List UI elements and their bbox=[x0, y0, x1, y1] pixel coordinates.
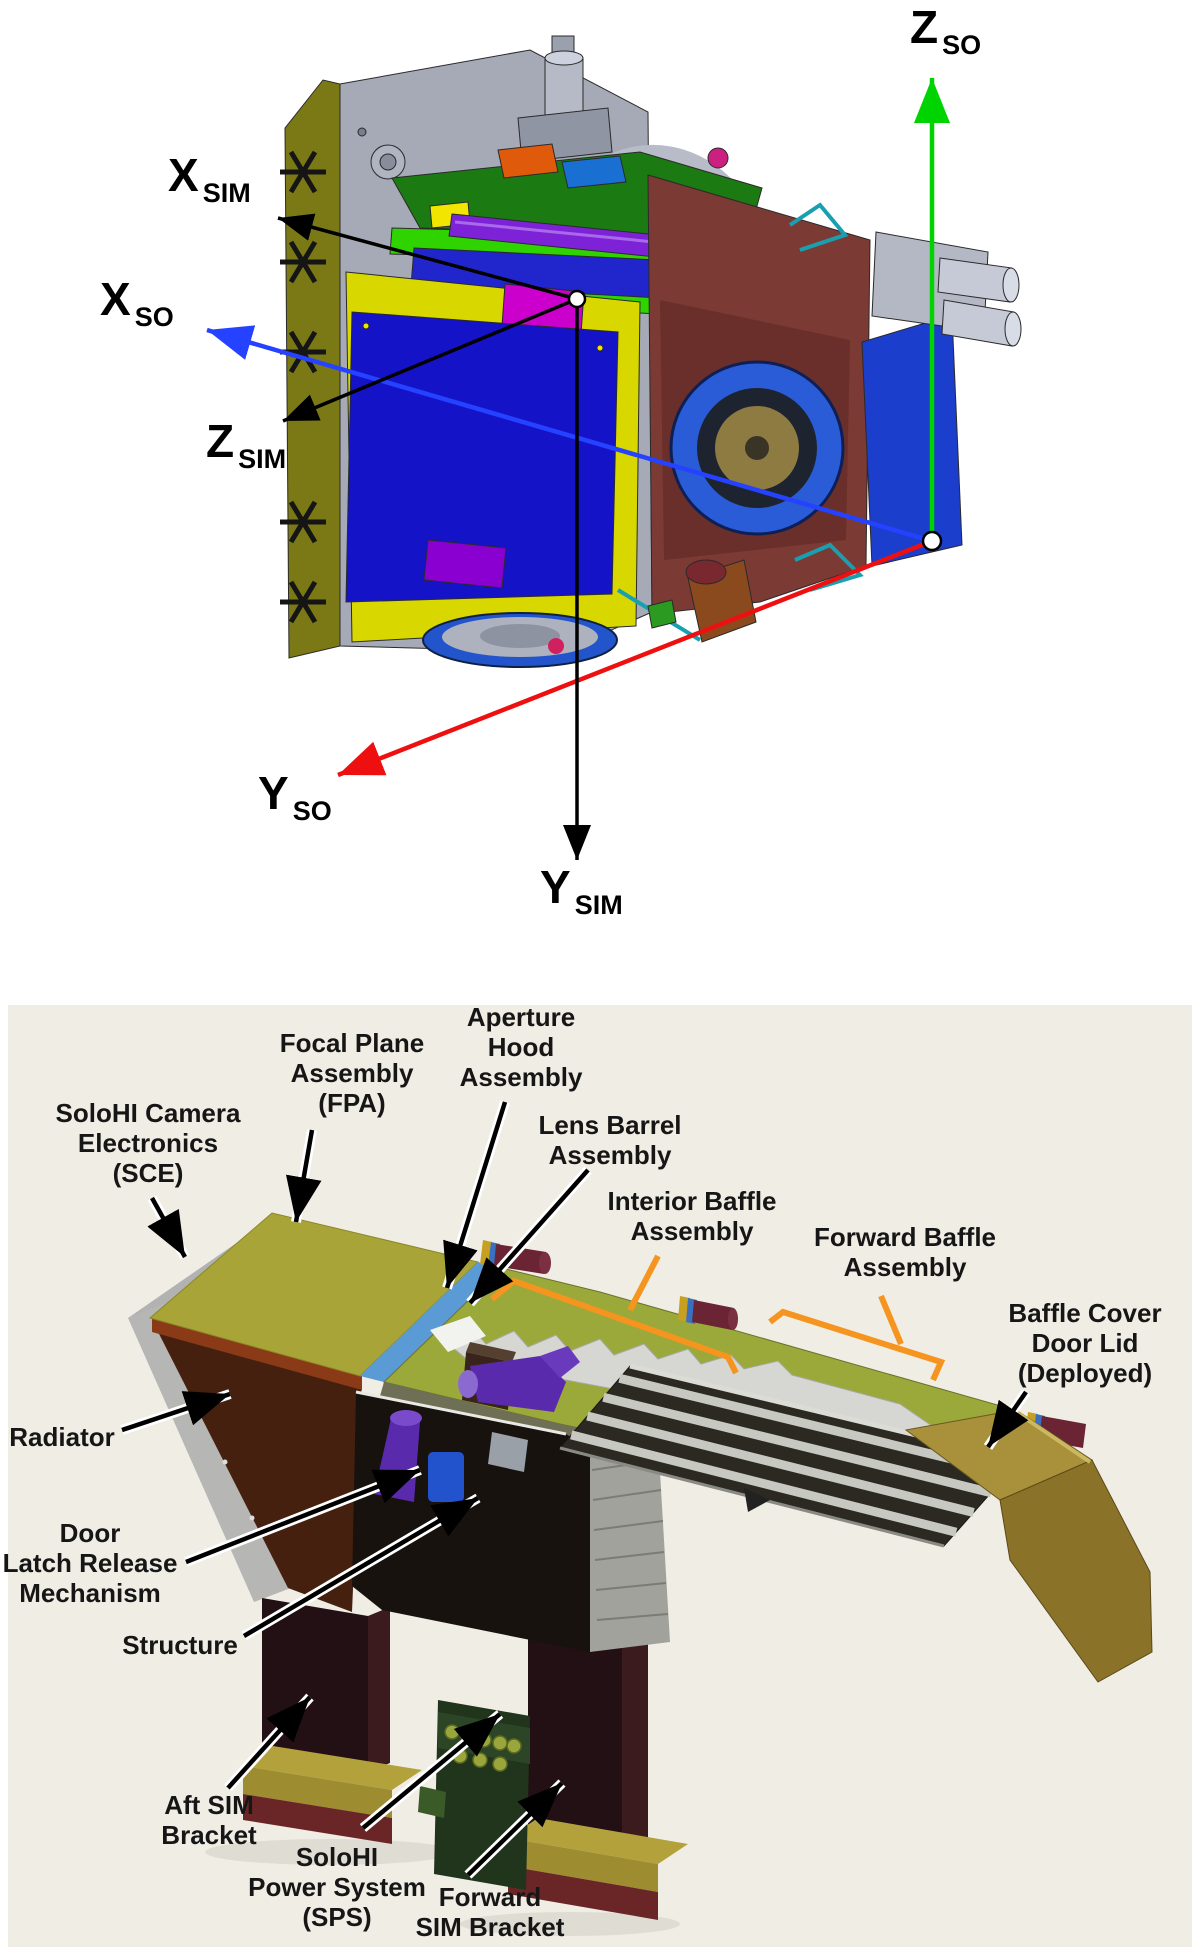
axis-x-sim bbox=[277, 213, 578, 301]
sim-origin-point bbox=[567, 289, 587, 309]
solohi-cad-model bbox=[128, 1212, 1153, 1936]
label-focal-plane-assembly: Focal Plane Assembly (FPA) bbox=[279, 1028, 425, 1118]
arrow-sps bbox=[361, 1712, 502, 1830]
label-baffle-cover-door-lid: Baffle Cover Door Lid (Deployed) bbox=[1008, 1298, 1162, 1388]
arrow-door-latch bbox=[185, 1467, 421, 1565]
label-radiator: Radiator bbox=[9, 1422, 115, 1452]
arrow-aperture-hood bbox=[443, 1101, 508, 1289]
label-sps: SoloHI Power System (SPS) bbox=[248, 1842, 426, 1932]
arrow-sce bbox=[147, 1196, 187, 1259]
label-forward-sim-bracket: Forward SIM Bracket bbox=[415, 1882, 565, 1942]
arrow-fpa bbox=[285, 1129, 322, 1223]
arrow-radiator bbox=[121, 1391, 231, 1433]
label-forward-baffle-assembly: Forward Baffle Assembly bbox=[813, 1222, 997, 1282]
arrow-forward-bracket bbox=[466, 1781, 564, 1877]
arrow-baffle-cover bbox=[986, 1390, 1029, 1449]
interior-baffle-connector bbox=[627, 1254, 661, 1312]
label-interior-baffle-assembly: Interior Baffle Assembly bbox=[607, 1186, 777, 1246]
so-origin-point bbox=[921, 530, 943, 552]
forward-baffle-connector bbox=[878, 1294, 904, 1346]
coordinate-axes bbox=[206, 78, 950, 860]
forward-baffle-bracket bbox=[768, 1308, 946, 1382]
arrow-aft-bracket bbox=[226, 1695, 312, 1790]
label-aperture-hood-assembly: Aperture Hood Assembly bbox=[459, 1002, 583, 1092]
panel-star-brackets bbox=[280, 150, 326, 624]
label-aft-sim-bracket: Aft SIM Bracket bbox=[161, 1790, 257, 1850]
axis-x-so bbox=[206, 325, 933, 544]
arrow-lens-barrel bbox=[468, 1168, 590, 1305]
callout-arrows bbox=[120, 1100, 1031, 1879]
label-door-latch-release-mechanism: Door Latch Release Mechanism bbox=[2, 1518, 178, 1608]
label-structure: Structure bbox=[122, 1630, 238, 1660]
label-sce: SoloHI Camera Electronics (SCE) bbox=[55, 1098, 241, 1188]
axis-y-so bbox=[337, 538, 933, 778]
axis-z-sim bbox=[282, 297, 578, 423]
label-lens-barrel-assembly: Lens Barrel Assembly bbox=[538, 1110, 682, 1170]
arrow-structure bbox=[242, 1496, 480, 1638]
sim-cad-model bbox=[280, 35, 1022, 668]
